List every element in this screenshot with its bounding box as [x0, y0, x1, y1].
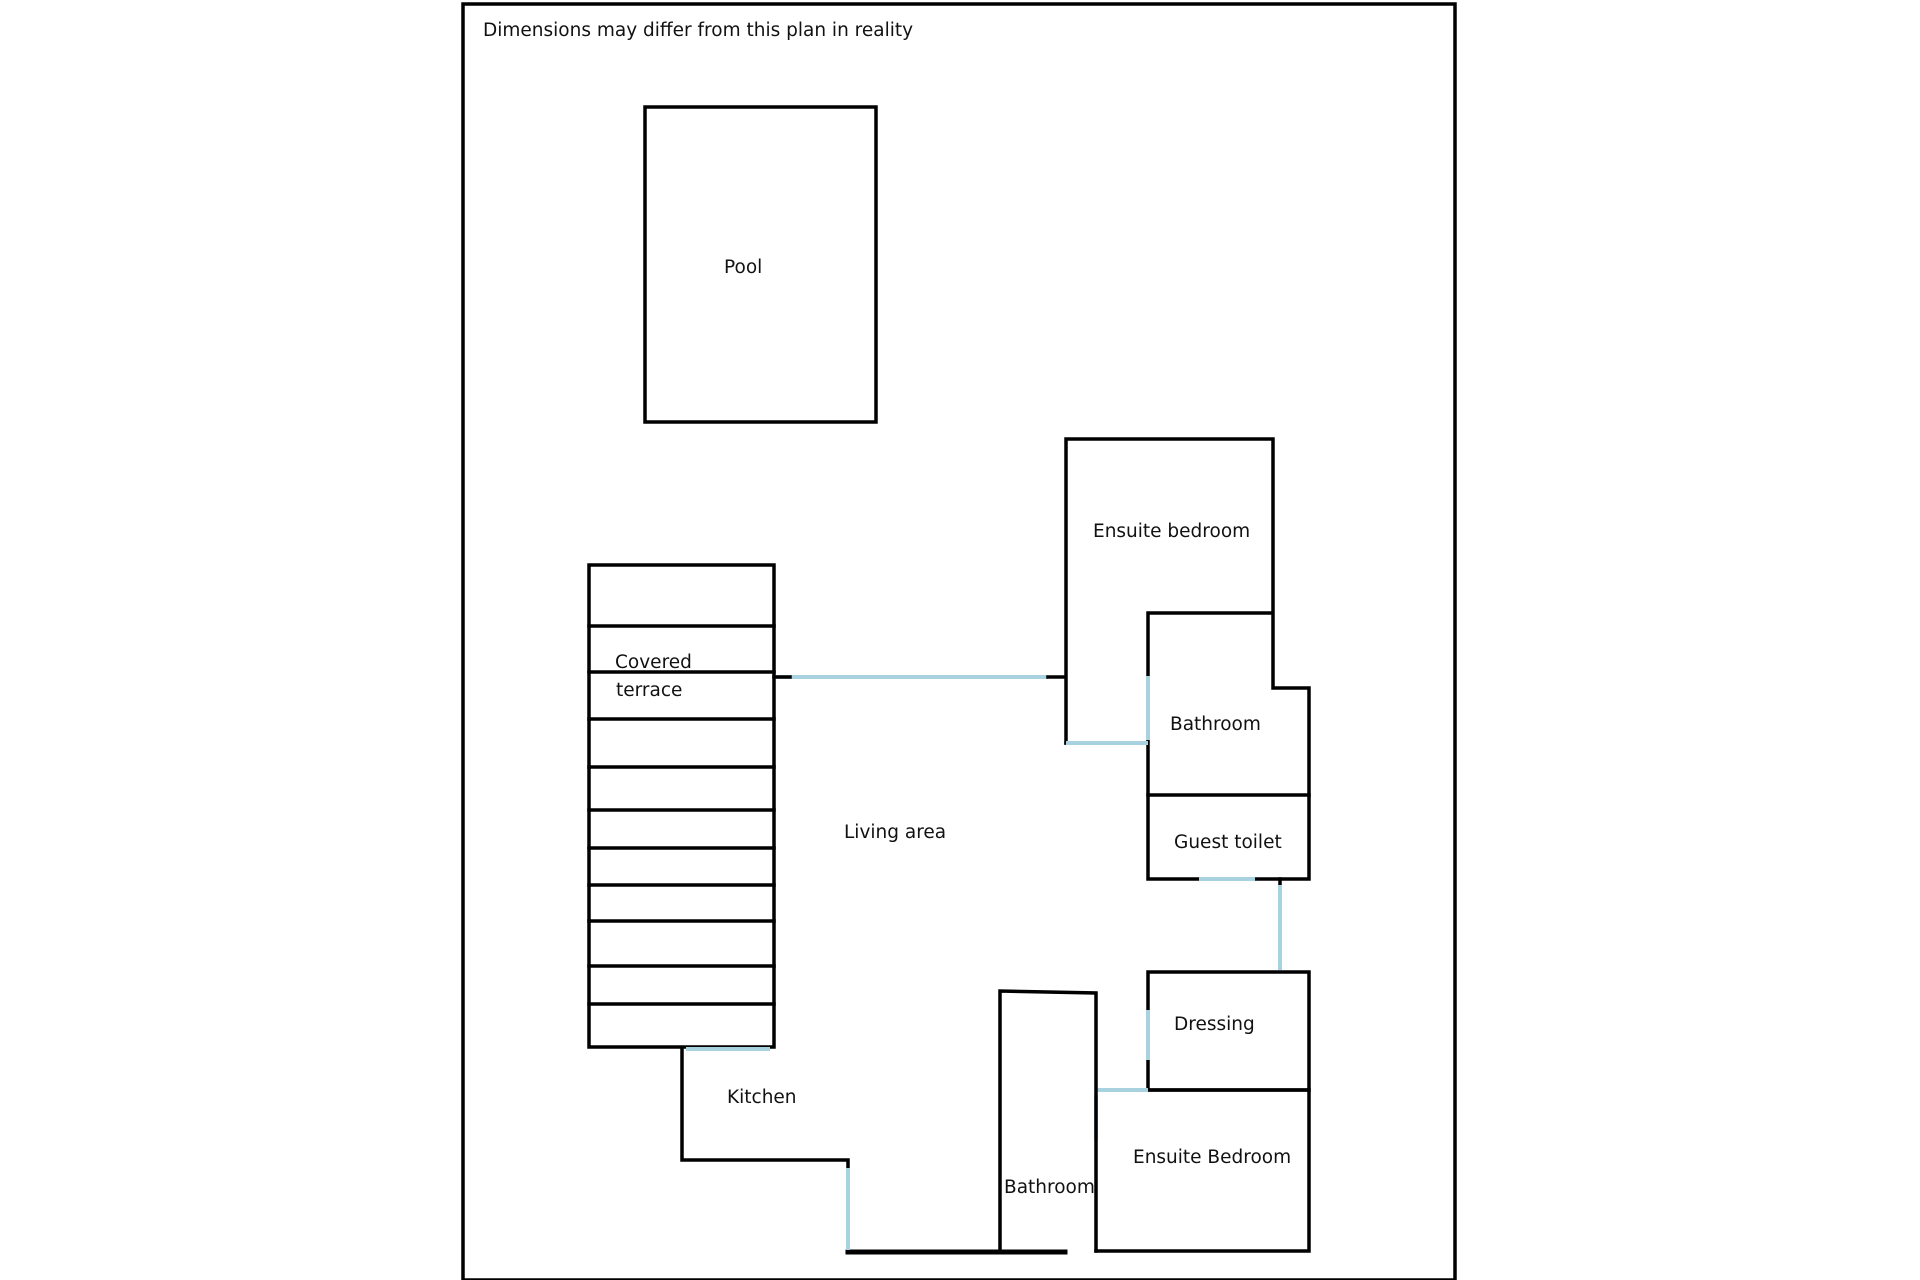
pool-label: Pool — [724, 257, 762, 278]
dimensions-note: Dimensions may differ from this plan in … — [483, 20, 913, 41]
kitchen-label: Kitchen — [727, 1087, 797, 1108]
covered-terrace — [587, 563, 776, 1049]
ensuite-bedroom-top-label: Ensuite bedroom — [1093, 521, 1250, 542]
bathroom-top-label: Bathroom — [1170, 714, 1261, 735]
covered-terrace-label-2: terrace — [616, 680, 682, 701]
living-area-label: Living area — [844, 822, 946, 843]
guest-toilet-label: Guest toilet — [1174, 832, 1282, 853]
ensuite-bedroom-bottom-label: Ensuite Bedroom — [1133, 1147, 1291, 1168]
ensuite-bedroom-top-walls — [1064, 437, 1311, 881]
pool-outline — [643, 105, 878, 424]
dressing-label: Dressing — [1174, 1014, 1255, 1035]
bathroom-bottom-walls — [998, 989, 1098, 1253]
covered-terrace-label-1: Covered — [615, 652, 692, 673]
kitchen-walls — [680, 1047, 850, 1170]
page-border — [461, 2, 1457, 1280]
ensuite-bedroom-bottom-walls — [1094, 1088, 1311, 1253]
bathroom-bottom-label: Bathroom — [1004, 1177, 1095, 1198]
